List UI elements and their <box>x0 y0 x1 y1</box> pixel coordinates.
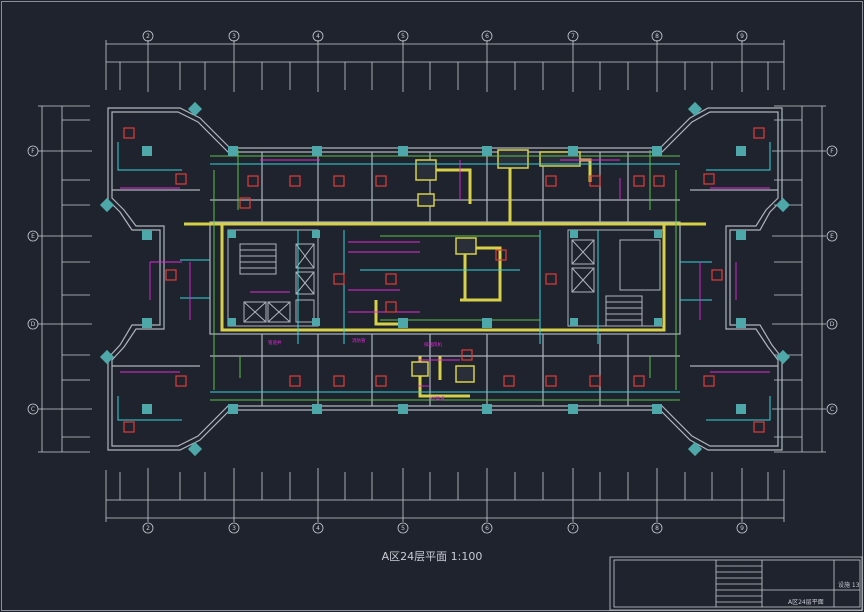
column-axis-bubbles-bottom: 2 3 4 5 6 7 8 9 <box>142 522 748 534</box>
title-block-sheet-title: A区24层平面 <box>788 599 824 606</box>
building-walls <box>107 107 783 451</box>
axis-bubble-9-bottom: 9 <box>736 522 748 534</box>
axis-label: 3 <box>232 525 236 532</box>
column-axis-bubbles-top: 2 3 4 5 6 7 8 9 <box>142 30 748 42</box>
axis-bubble-F-right: F <box>826 145 838 157</box>
axis-label: D <box>31 321 36 328</box>
annotation-label: XF管道 <box>430 395 445 402</box>
axis-label: 9 <box>740 525 744 532</box>
axis-label: 2 <box>146 525 150 532</box>
axis-label: C <box>830 406 834 413</box>
bottom-dimension-lines <box>105 468 785 522</box>
pipes-cyan <box>117 142 771 421</box>
axis-bubble-4-bottom: 4 <box>312 522 324 534</box>
axis-label: 6 <box>485 525 489 532</box>
axis-bubble-4-top: 4 <box>312 30 324 42</box>
axis-bubble-2-top: 2 <box>142 30 154 42</box>
title-block-sheet-label: 设施 13 <box>838 582 860 589</box>
axis-bubble-D-right: D <box>826 318 838 330</box>
drawing-caption: A区24层平面 1:100 <box>381 550 483 563</box>
axis-bubble-6-top: 6 <box>481 30 493 42</box>
annotation-labels: 消防管 管道井 排烟风机 XF管道 <box>268 337 445 402</box>
title-block <box>609 556 863 611</box>
axis-bubble-3-bottom: 3 <box>228 522 240 534</box>
axis-label: 8 <box>655 33 659 40</box>
side-dimension-lines <box>38 105 826 453</box>
axis-bubble-6-bottom: 6 <box>481 522 493 534</box>
pipes-green <box>210 150 680 401</box>
core-right <box>567 229 665 327</box>
equipment-units <box>123 127 765 433</box>
axis-bubble-F-left: F <box>27 145 39 157</box>
row-axis-bubbles: F E D C F E D C <box>27 145 838 415</box>
annotation-label: 排烟风机 <box>424 341 442 348</box>
pipes-magenta <box>120 159 770 387</box>
axis-bubble-D-left: D <box>27 318 39 330</box>
axis-label: E <box>830 233 834 240</box>
axis-bubble-3-top: 3 <box>228 30 240 42</box>
axis-bubble-8-bottom: 8 <box>651 522 663 534</box>
annotation-label: 消防管 <box>352 337 366 344</box>
core-left <box>227 229 319 327</box>
axis-label: D <box>830 321 835 328</box>
axis-label: 8 <box>655 525 659 532</box>
axis-bubble-C-right: C <box>826 403 838 415</box>
axis-label: 5 <box>401 33 405 40</box>
axis-label: E <box>31 233 35 240</box>
axis-label: 7 <box>571 525 575 532</box>
top-dimension-lines <box>105 40 785 92</box>
axis-label: 3 <box>232 33 236 40</box>
axis-bubble-8-top: 8 <box>651 30 663 42</box>
axis-bubble-5-top: 5 <box>397 30 409 42</box>
axis-label: 4 <box>316 33 320 40</box>
axis-bubble-E-right: E <box>826 230 838 242</box>
axis-label: 9 <box>740 33 744 40</box>
annotation-label: 管道井 <box>268 339 282 346</box>
axis-label: 7 <box>571 33 575 40</box>
axis-bubble-E-left: E <box>27 230 39 242</box>
axis-label: F <box>830 148 834 155</box>
axis-bubble-7-top: 7 <box>567 30 579 42</box>
axis-bubble-C-left: C <box>27 403 39 415</box>
structural-columns <box>99 101 791 457</box>
axis-bubble-5-bottom: 5 <box>397 522 409 534</box>
axis-label: 6 <box>485 33 489 40</box>
axis-bubble-2-bottom: 2 <box>142 522 154 534</box>
axis-label: F <box>31 148 35 155</box>
axis-bubble-9-top: 9 <box>736 30 748 42</box>
axis-label: 2 <box>146 33 150 40</box>
axis-label: 5 <box>401 525 405 532</box>
axis-label: C <box>31 406 35 413</box>
axis-bubble-7-bottom: 7 <box>567 522 579 534</box>
axis-label: 4 <box>316 525 320 532</box>
